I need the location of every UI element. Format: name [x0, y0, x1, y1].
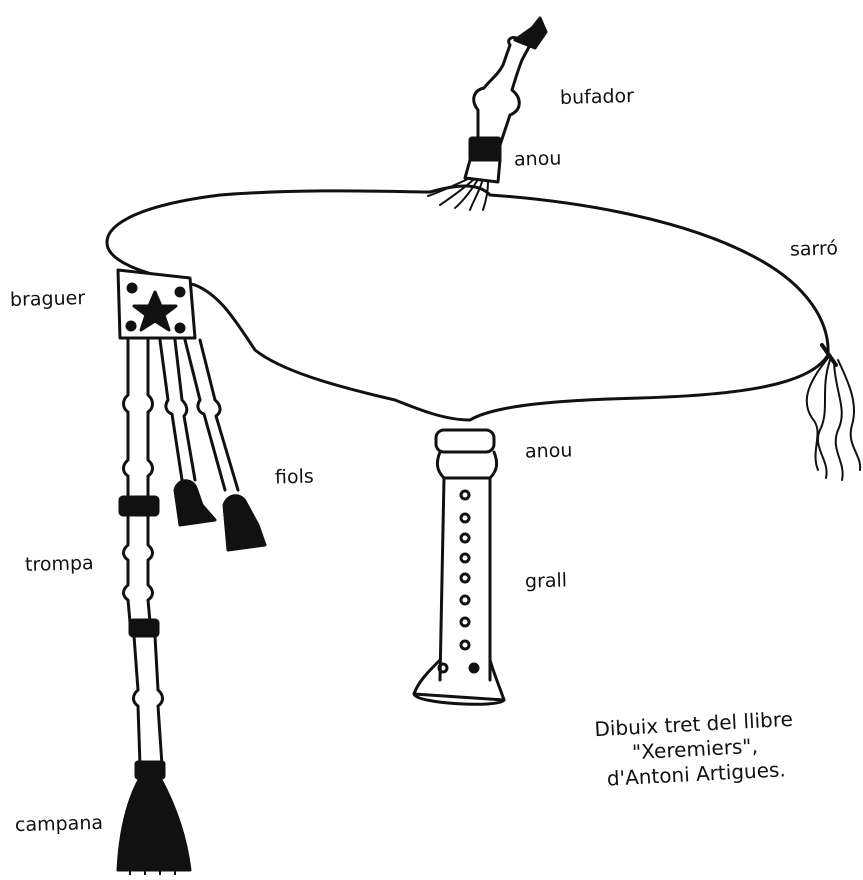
bag-outline [107, 186, 828, 420]
top-tassel [428, 178, 488, 210]
fiols-drones [160, 340, 265, 550]
label-grall: grall [525, 571, 568, 591]
label-sarro: sarró [790, 239, 839, 259]
label-trompa: trompa [25, 554, 94, 575]
grall-chanter [414, 430, 504, 704]
label-anou-bottom: anou [525, 441, 573, 461]
label-anou-top: anou [514, 149, 562, 169]
trompa-drone [120, 340, 163, 765]
label-fiols: fiols [275, 467, 314, 487]
bag-end-tassel [807, 345, 860, 480]
braguer-stock [118, 270, 195, 338]
campana-tassel [118, 762, 190, 875]
label-braguer: braguer [10, 289, 86, 310]
drawing-caption: Dibuix tret del llibre "Xeremiers", d'An… [558, 705, 832, 794]
label-bufador: bufador [560, 87, 634, 108]
label-campana: campana [15, 814, 103, 835]
